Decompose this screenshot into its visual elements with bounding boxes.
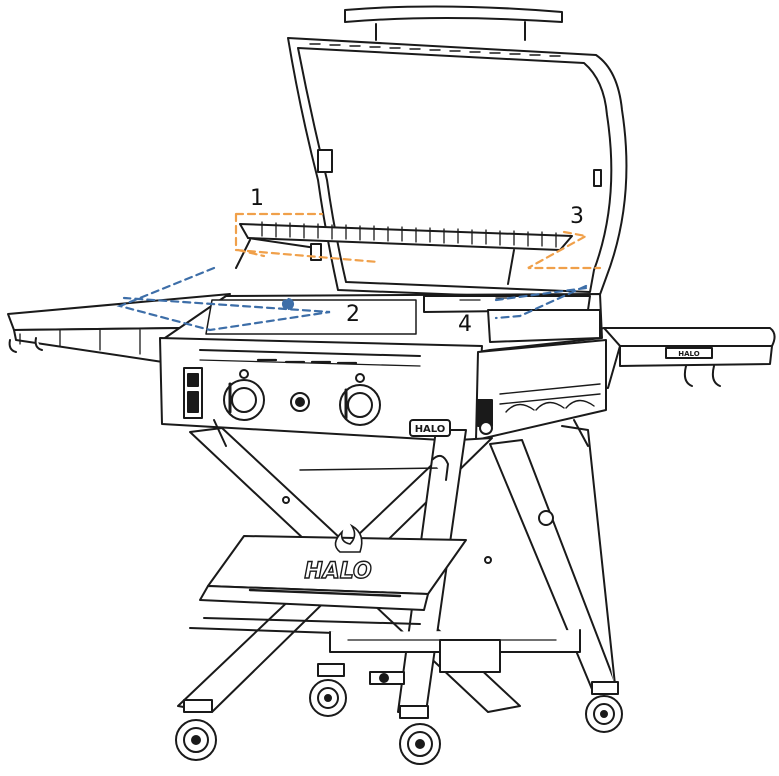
bottom-shelf-logo: HALO: [304, 523, 372, 585]
callout-3-outline: [527, 230, 602, 270]
callout-3-label: 3: [570, 204, 584, 229]
igniter-button: [290, 392, 310, 412]
front-badge-text: HALO: [415, 424, 446, 435]
caster-wheel-back-left: [309, 663, 347, 717]
side-housing: [475, 339, 607, 441]
side-tag-text: HALO: [678, 350, 699, 358]
caster-wheel-back-right: [585, 681, 623, 733]
callout-4-label: 4: [458, 312, 472, 337]
warming-rack: [235, 221, 573, 285]
callout-4-outline: [494, 284, 588, 320]
rack-bars: [261, 221, 557, 248]
lid-handle: [344, 5, 563, 23]
burner-knob-left: [223, 379, 265, 421]
bottom-shelf-logo-text: HALO: [304, 559, 371, 584]
callout-1-outline: [234, 212, 380, 264]
callout-2-label: 2: [346, 302, 360, 327]
propane-regulator: [369, 671, 405, 685]
caster-wheel-front-left: [175, 699, 217, 761]
callout-2-marker: [281, 297, 295, 311]
caster-wheel-front-right: [399, 705, 441, 765]
burner-knob-right: [339, 384, 381, 426]
bottom-shelf: [189, 535, 581, 673]
halo-front-badge: HALO: [409, 419, 451, 437]
lid: [287, 5, 628, 301]
callout-2-outline: [116, 266, 331, 332]
callout-1-label: 1: [250, 186, 264, 211]
